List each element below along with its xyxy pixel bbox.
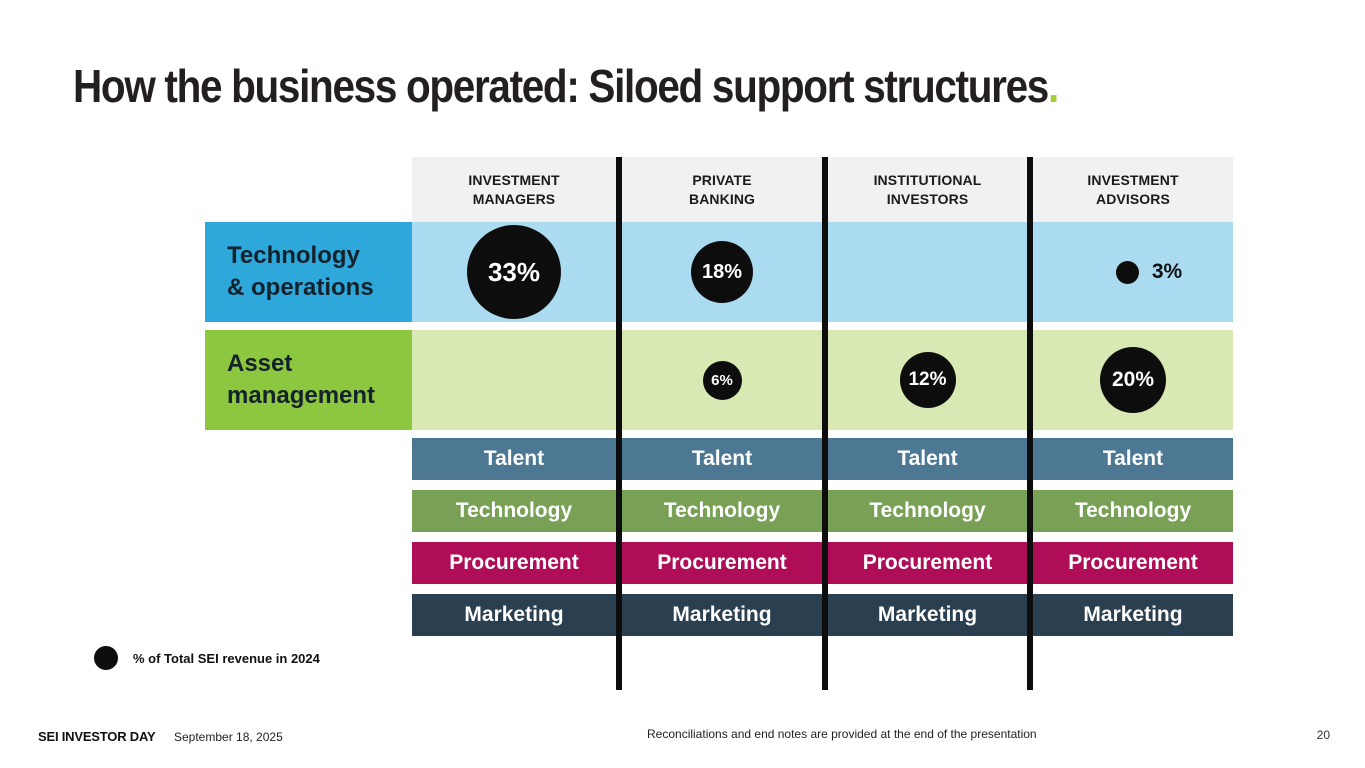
- footer-date: September 18, 2025: [174, 730, 283, 744]
- silo-matrix-grid: INVESTMENT MANAGERS PRIVATE BANKING INST…: [205, 157, 1233, 636]
- cell-asset-private-banking: 6%: [622, 330, 822, 430]
- support-bar-talent-investment-advisors: Talent: [1033, 438, 1233, 480]
- footer-brand: SEI INVESTOR DAY: [38, 729, 156, 744]
- cell-asset-investment-managers: [412, 330, 616, 430]
- cell-asset-institutional-investors: 12%: [828, 330, 1027, 430]
- cell-techops-investment-advisors: 3%: [1033, 222, 1233, 322]
- legend-label: % of Total SEI revenue in 2024: [133, 650, 320, 666]
- support-bar-technology-institutional-investors: Technology: [828, 490, 1027, 532]
- support-bar-technology-investment-managers: Technology: [412, 490, 616, 532]
- support-bar-talent-institutional-investors: Talent: [828, 438, 1027, 480]
- support-bar-technology-investment-advisors: Technology: [1033, 490, 1233, 532]
- revenue-bubble-6pct: 6%: [702, 360, 742, 400]
- revenue-bubble-20pct: 20%: [1100, 347, 1166, 413]
- column-header-investment-managers: INVESTMENT MANAGERS: [412, 157, 616, 222]
- legend: % of Total SEI revenue in 2024: [94, 646, 320, 670]
- cell-techops-investment-managers: 33%: [412, 222, 616, 322]
- support-bar-talent-private-banking: Talent: [622, 438, 822, 480]
- cell-techops-institutional-investors: [828, 222, 1027, 322]
- silo-divider-1: [616, 157, 622, 690]
- column-header-institutional-investors: INSTITUTIONAL INVESTORS: [828, 157, 1027, 222]
- row-label-technology-operations: Technology & operations: [205, 222, 412, 322]
- title-accent-dot: .: [1048, 60, 1059, 112]
- column-header-private-banking: PRIVATE BANKING: [622, 157, 822, 222]
- revenue-dot-label-3pct: 3%: [1151, 260, 1183, 283]
- support-bar-marketing-institutional-investors: Marketing: [828, 594, 1027, 636]
- silo-divider-2: [822, 157, 828, 690]
- legend-circle-icon: [94, 646, 118, 670]
- support-bar-marketing-investment-managers: Marketing: [412, 594, 616, 636]
- footer-page-number: 20: [1316, 728, 1330, 742]
- support-bar-procurement-investment-advisors: Procurement: [1033, 542, 1233, 584]
- revenue-dot-group-3pct: 3%: [1115, 260, 1183, 284]
- support-bar-procurement-investment-managers: Procurement: [412, 542, 616, 584]
- slide-title-text: How the business operated: Siloed suppor…: [73, 60, 1049, 112]
- support-bar-marketing-private-banking: Marketing: [622, 594, 822, 636]
- column-header-investment-advisors: INVESTMENT ADVISORS: [1033, 157, 1233, 222]
- support-bar-procurement-private-banking: Procurement: [622, 542, 822, 584]
- footer-note: Reconciliations and end notes are provid…: [647, 727, 1037, 741]
- silo-divider-3: [1027, 157, 1033, 690]
- slide-title: How the business operated: Siloed suppor…: [73, 60, 1059, 112]
- support-bar-talent-investment-managers: Talent: [412, 438, 616, 480]
- row-label-asset-management: Asset management: [205, 330, 412, 430]
- revenue-dot-3pct: [1115, 260, 1139, 284]
- cell-asset-investment-advisors: 20%: [1033, 330, 1233, 430]
- revenue-bubble-33pct: 33%: [467, 225, 561, 319]
- support-bar-technology-private-banking: Technology: [622, 490, 822, 532]
- support-bar-procurement-institutional-investors: Procurement: [828, 542, 1027, 584]
- silo-matrix: INVESTMENT MANAGERS PRIVATE BANKING INST…: [205, 157, 1233, 690]
- revenue-bubble-18pct: 18%: [691, 241, 753, 303]
- support-bar-marketing-investment-advisors: Marketing: [1033, 594, 1233, 636]
- revenue-bubble-12pct: 12%: [899, 352, 956, 408]
- cell-techops-private-banking: 18%: [622, 222, 822, 322]
